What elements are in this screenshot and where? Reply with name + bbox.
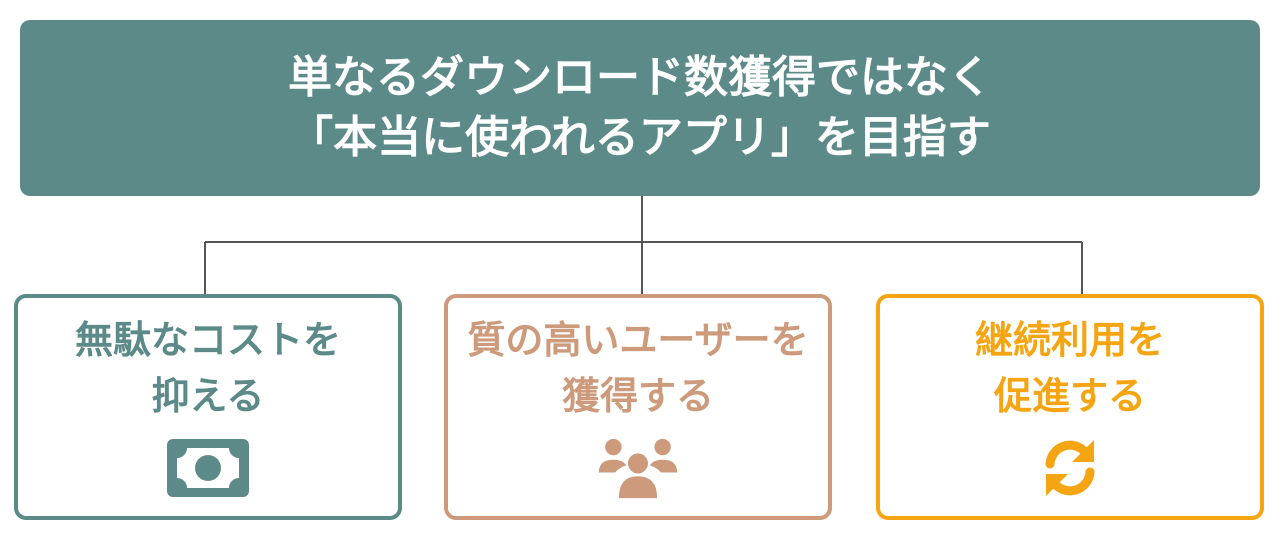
card-acquire-quality-users: 質の高いユーザーを 獲得する (444, 294, 832, 520)
card-title-line-1: 質の高いユーザーを (467, 318, 809, 362)
card-reduce-cost: 無駄なコストを 抑える (14, 294, 402, 520)
main-goal-box: 単なるダウンロード数獲得ではなく 「本当に使われるアプリ」を目指す (20, 20, 1260, 196)
sync-arrows-icon (1029, 438, 1111, 498)
card-promote-retention: 継続利用を 促進する (876, 294, 1264, 520)
card-title: 無駄なコストを 抑える (75, 312, 341, 424)
main-goal-line-1: 単なるダウンロード数獲得ではなく (288, 52, 992, 103)
card-title-line-2: 促進する (993, 374, 1146, 418)
card-title: 継続利用を 促進する (975, 312, 1165, 424)
card-title-line-1: 無駄なコストを (74, 318, 341, 362)
money-bill-icon (167, 438, 249, 498)
card-title-line-1: 継続利用を (974, 318, 1165, 362)
users-group-icon (597, 438, 679, 499)
card-title-line-2: 獲得する (561, 374, 714, 418)
card-title-line-2: 抑える (151, 374, 265, 418)
main-goal-line-2: 「本当に使われるアプリ」を目指す (289, 112, 991, 163)
card-title: 質の高いユーザーを 獲得する (467, 312, 808, 424)
